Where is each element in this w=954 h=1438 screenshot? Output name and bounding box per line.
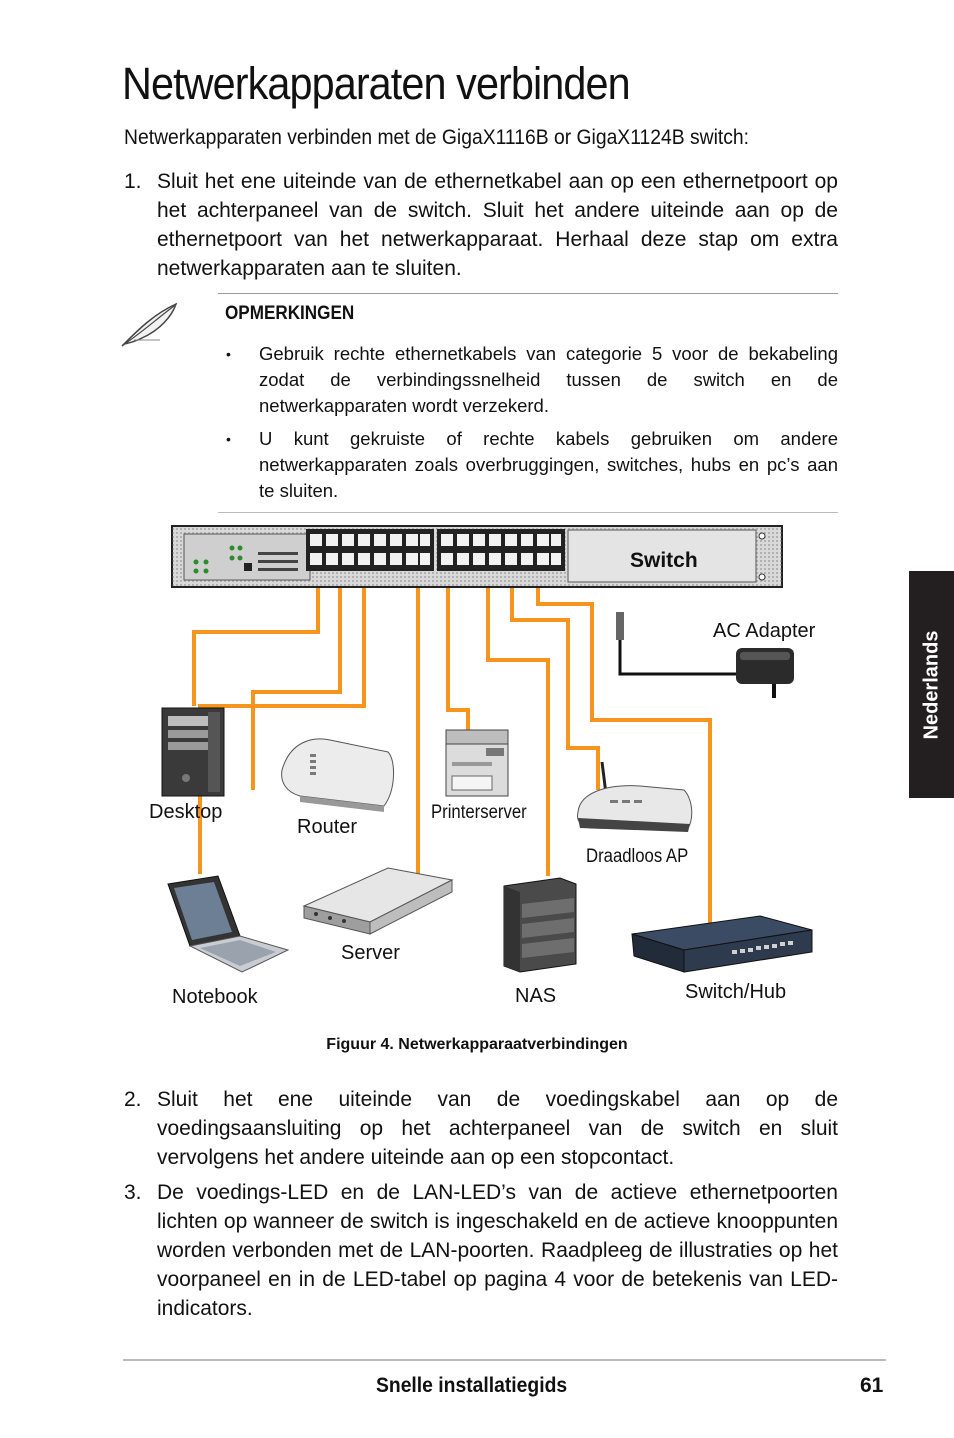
footer-title: Snelle installatiegids — [376, 1374, 568, 1397]
label-switch-hub: Switch/Hub — [685, 981, 787, 1003]
step-number: 2. — [124, 1088, 142, 1111]
label-ac-adapter: AC Adapter — [713, 620, 816, 642]
label-router: Router — [297, 816, 358, 838]
language-side-tab: Nederlands — [909, 571, 954, 798]
label-server: Server — [341, 942, 400, 964]
step-1: 1. Sluit het ene uiteinde van de etherne… — [124, 167, 838, 283]
notebook-icon — [167, 875, 290, 973]
wireless-ap-icon — [577, 761, 693, 832]
switch-hub-icon — [631, 915, 813, 973]
note-divider-top — [218, 293, 838, 294]
label-notebook: Notebook — [172, 986, 258, 1008]
bullet: • — [226, 431, 231, 447]
power-plug-icon — [616, 612, 624, 640]
switch-icon: Switch — [171, 525, 783, 588]
page-title: Netwerkapparaten verbinden — [122, 58, 631, 109]
router-icon — [281, 738, 394, 812]
label-printerserver: Printerserver — [431, 802, 527, 823]
note-text: Gebruik rechte ethernetkabels van catego… — [259, 343, 838, 416]
desktop-icon — [161, 707, 225, 797]
step-number: 1. — [124, 170, 142, 193]
bullet: • — [226, 346, 231, 362]
step-text: Sluit het ene uiteinde van de ethernetka… — [157, 170, 838, 280]
note-item-1: • Gebruik rechte ethernetkabels van cate… — [226, 341, 838, 419]
ac-adapter-icon — [736, 648, 794, 698]
feather-note-icon — [121, 302, 178, 347]
server-icon — [302, 867, 454, 935]
ethernet-cables — [192, 566, 712, 924]
switch-label: Switch — [630, 549, 698, 572]
step-text: Sluit het ene uiteinde van de voedingska… — [157, 1088, 838, 1169]
step-number: 3. — [124, 1181, 142, 1204]
notes-heading: OPMERKINGEN — [225, 303, 355, 324]
note-item-2: • U kunt gekruiste of rechte kabels gebr… — [226, 426, 838, 504]
page-number: 61 — [860, 1374, 884, 1397]
footer-divider — [123, 1359, 886, 1361]
intro-text: Netwerkapparaten verbinden met de GigaX1… — [124, 126, 750, 149]
figure-caption: Figuur 4. Netwerkapparaatverbindingen — [326, 1036, 628, 1053]
nas-icon — [503, 877, 577, 973]
step-3: 3. De voedings-LED en de LAN-LED’s van d… — [124, 1178, 838, 1323]
side-tab-label: Nederlands — [920, 630, 942, 739]
step-text: De voedings-LED en de LAN-LED’s van de a… — [157, 1181, 838, 1320]
note-divider-bottom — [218, 512, 838, 513]
label-desktop: Desktop — [149, 801, 223, 823]
label-draadloos-ap: Draadloos AP — [586, 846, 689, 867]
label-nas: NAS — [515, 985, 557, 1007]
step-2: 2. Sluit het ene uiteinde van de voeding… — [124, 1085, 838, 1172]
note-text: U kunt gekruiste of rechte kabels gebrui… — [259, 428, 838, 501]
printer-server-icon — [445, 729, 509, 797]
